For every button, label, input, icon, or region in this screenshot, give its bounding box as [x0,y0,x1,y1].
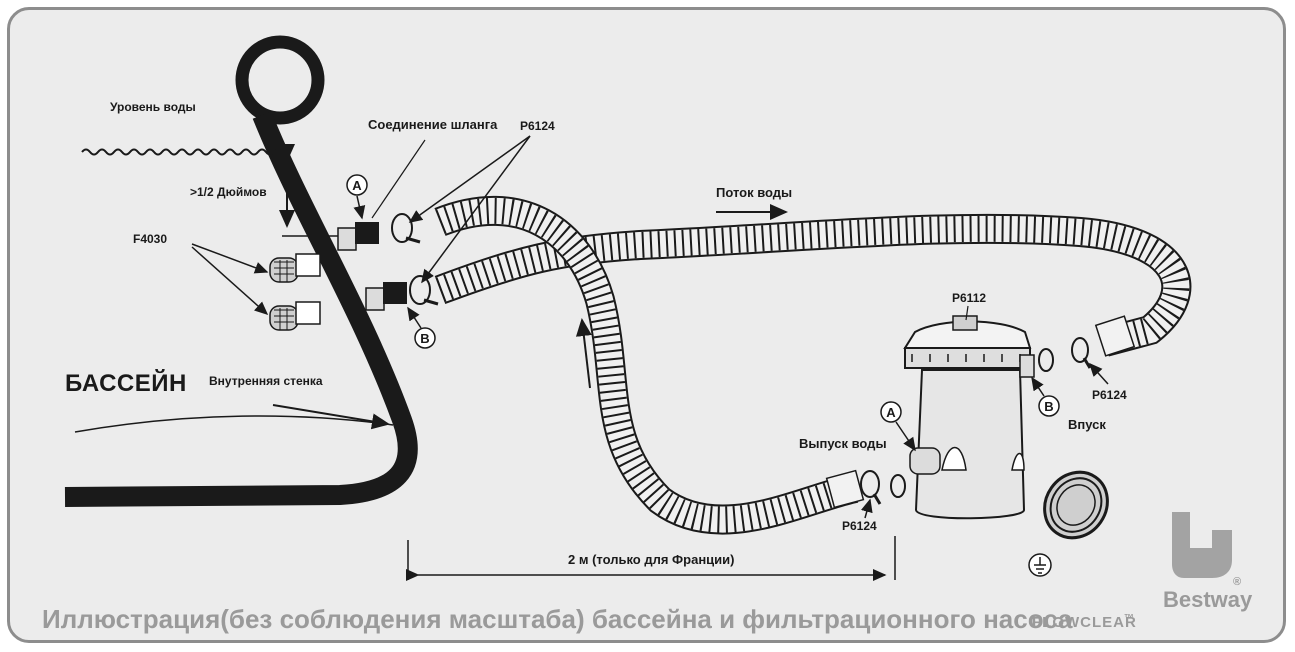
marker-b-label: B [420,331,429,346]
label-p6124-top: P6124 [520,119,555,133]
wall-fitting-b [366,282,407,310]
marker-b-label: B [1044,399,1053,414]
label-water-flow: Поток воды [716,185,792,200]
label-distance: 2 м (только для Франции) [568,552,734,567]
caption-trademark: ™ [1124,613,1134,624]
marker-a-label: A [886,405,896,420]
label-half-inch: >1/2 Дюймов [190,185,267,199]
hose-clamp-icon [1072,338,1090,368]
strainer-icon [270,254,320,282]
label-p6112: P6112 [952,291,986,305]
label-outlet: Выпуск воды [799,436,887,451]
o-ring [1039,349,1053,371]
label-p6124-bottom: P6124 [842,519,877,533]
filter-pump-icon [905,316,1034,518]
marker-b-wall: B [408,308,435,348]
inner-wall-arrow [273,405,388,424]
caption-product-mark: FLOWCLEAR [1032,614,1137,631]
label-inner-wall: Внутренняя стенка [209,374,323,388]
arrow-icon [582,320,590,388]
label-inlet: Впуск [1068,417,1106,432]
ground-symbol-icon [1029,554,1051,576]
filter-cartridge-icon [1032,460,1120,550]
label-p6124-right: P6124 [1092,388,1127,402]
label-hose-connection: Соединение шланга [368,117,498,132]
pool-floor-curve [75,416,393,432]
label-f4030: F4030 [133,232,167,246]
marker-a-label: A [352,178,362,193]
marker-a-wall: A [347,175,367,218]
strainer-icon [270,302,320,330]
brand-name: Bestway [1163,587,1253,612]
label-pool: БАССЕЙН [65,369,187,397]
bestway-logo-icon [1172,512,1232,578]
caption-text: Иллюстрация(без соблюдения масштаба) бас… [42,604,1073,634]
water-level-wave [82,150,282,155]
wall-fitting-a [338,222,379,250]
o-ring [891,475,905,497]
label-water-level: Уровень воды [110,100,196,114]
marker-b-pump: B [1032,378,1059,416]
